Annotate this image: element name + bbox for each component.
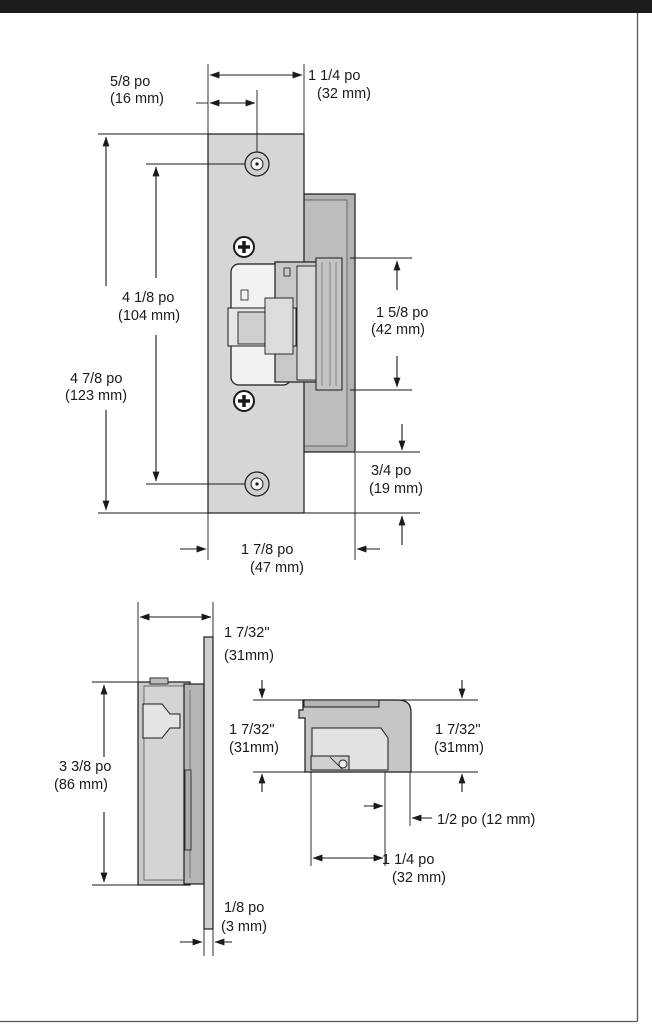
dimension-labels: 5/8 po (16 mm) 1 1/4 po (32 mm) 4 1/8 po… (54, 68, 535, 935)
label-hole-spacing-mm: (104 mm) (118, 308, 180, 324)
label-keeper-height-mm: (42 mm) (371, 322, 425, 338)
mounting-hole-top (244, 151, 270, 177)
label-end-offset: 1/2 po (12 mm) (437, 812, 535, 828)
label-end-right-mm: (31mm) (434, 740, 484, 756)
label-side-depth-mm: (31mm) (224, 648, 274, 664)
side-view (137, 636, 214, 930)
label-plate-height: 4 7/8 po (70, 371, 122, 387)
label-width-fraction: 5/8 po (110, 74, 150, 90)
label-end-left: 1 7/32" (229, 722, 274, 738)
side-dimensions (92, 602, 232, 956)
label-width-fraction-mm: (16 mm) (110, 91, 164, 107)
label-side-height: 3 3/8 po (59, 759, 111, 775)
label-width-total-mm: (32 mm) (317, 86, 371, 102)
screw-top-icon (233, 236, 255, 258)
label-overall-width: 1 7/8 po (241, 542, 293, 558)
label-side-depth: 1 7/32" (224, 625, 269, 641)
label-end-right: 1 7/32" (435, 722, 480, 738)
end-view (298, 699, 412, 773)
label-keeper-height: 1 5/8 po (376, 305, 428, 321)
mounting-hole-bottom (244, 471, 270, 497)
label-plate-height-mm: (123 mm) (65, 388, 127, 404)
label-width-total: 1 1/4 po (308, 68, 360, 84)
label-keeper-offset-mm: (19 mm) (369, 481, 423, 497)
top-bar (0, 0, 652, 13)
label-overall-width-mm: (47 mm) (250, 560, 304, 576)
label-plate-thickness: 1/8 po (224, 900, 264, 916)
front-dimensions (98, 64, 420, 560)
label-end-width: 1 1/4 po (382, 852, 434, 868)
label-hole-spacing: 4 1/8 po (122, 290, 174, 306)
label-end-left-mm: (31mm) (229, 740, 279, 756)
label-keeper-offset: 3/4 po (371, 463, 411, 479)
label-end-width-mm: (32 mm) (392, 870, 446, 886)
label-plate-thickness-mm: (3 mm) (221, 919, 267, 935)
front-view (207, 133, 356, 514)
screw-bottom-icon (233, 390, 255, 412)
label-side-height-mm: (86 mm) (54, 777, 108, 793)
end-dimensions (253, 680, 478, 866)
side-faceplate (203, 636, 214, 930)
